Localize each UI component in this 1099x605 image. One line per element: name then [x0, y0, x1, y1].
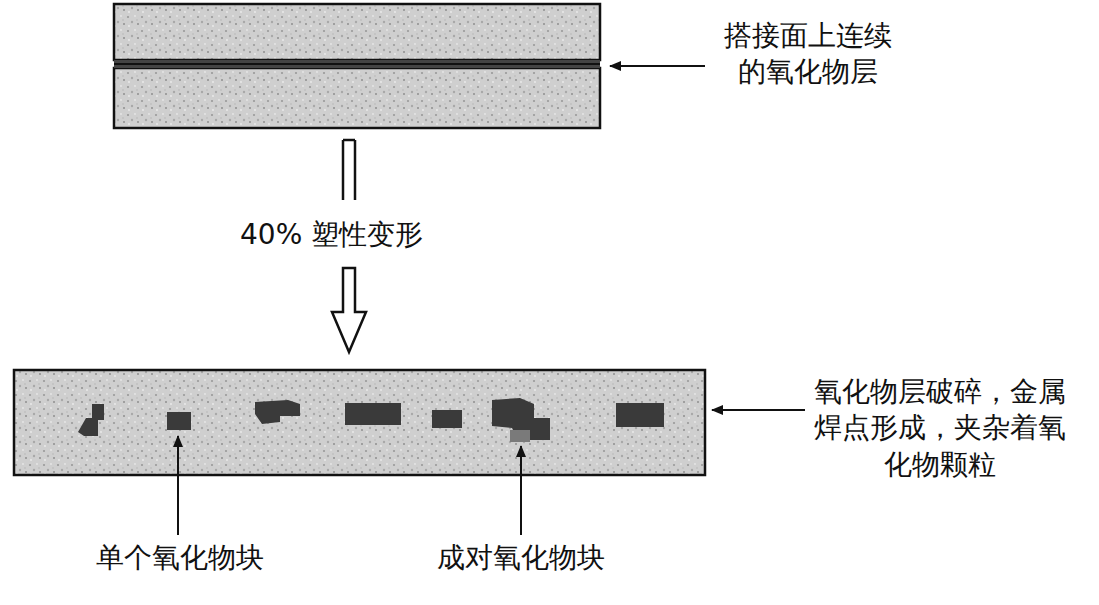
- lower-plate: [114, 68, 600, 128]
- callout-label: 氧化物层破碎，金属焊点形成，夹杂着氧化物颗粒: [808, 374, 1071, 483]
- leader-line: [712, 409, 805, 411]
- leader-line: [177, 436, 179, 535]
- callout-label: 成对氧化物块: [437, 540, 605, 576]
- hollow-arrow: [332, 268, 366, 352]
- leader-line: [520, 446, 522, 535]
- process-label: 40% 塑性变形: [240, 217, 423, 253]
- arrow-shaft: [343, 139, 355, 142]
- oxide-line: [114, 63, 600, 65]
- callout-label: 搭接面上连续的氧化物层: [718, 18, 897, 91]
- welded-plate: [14, 370, 705, 475]
- callout-label: 单个氧化物块: [96, 540, 264, 576]
- leader-line: [610, 65, 705, 67]
- oxide-blocks: [78, 398, 664, 440]
- arrow-shaft: [354, 140, 357, 200]
- arrow-shaft: [342, 140, 345, 200]
- upper-plate: [114, 4, 600, 60]
- oxide-layer: [114, 60, 600, 68]
